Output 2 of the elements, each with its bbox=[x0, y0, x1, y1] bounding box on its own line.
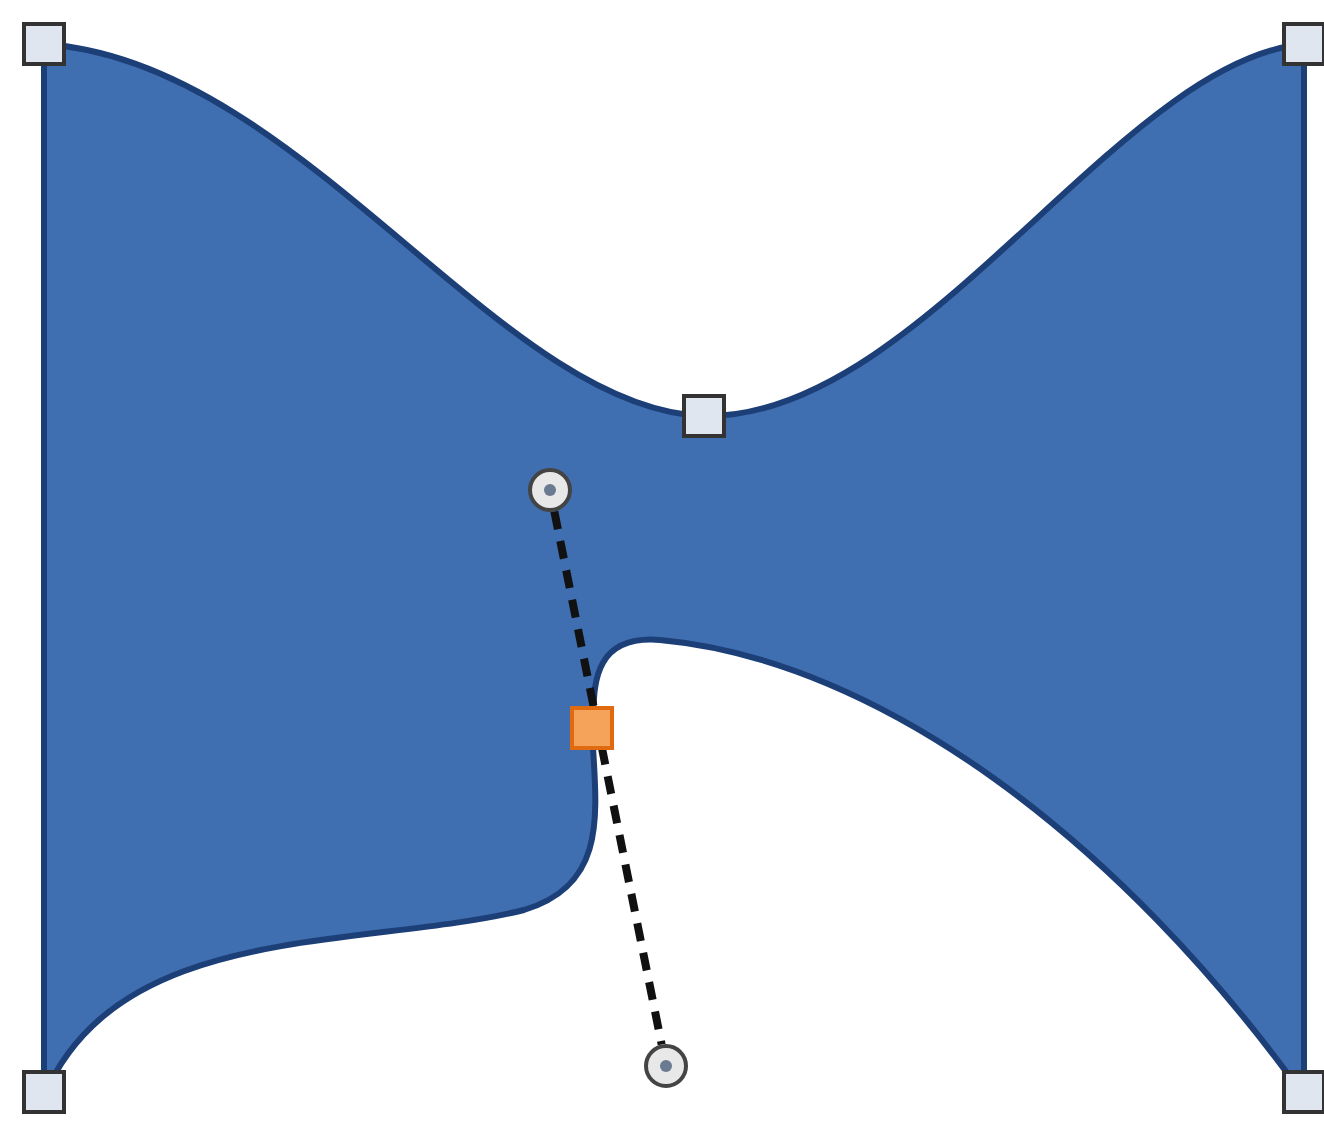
control-handle-line bbox=[550, 510, 666, 1046]
control-point-handle bbox=[644, 1044, 688, 1088]
